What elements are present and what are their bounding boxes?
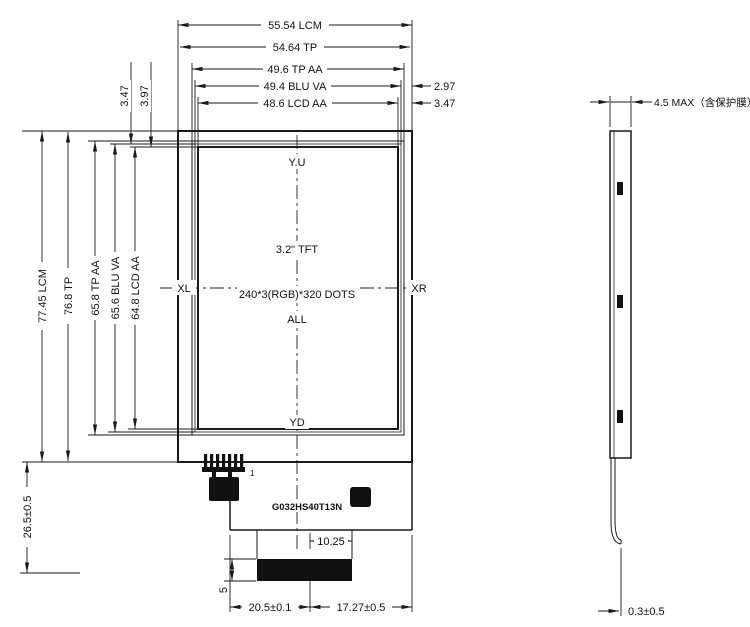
screen-label-right: XR: [411, 283, 426, 295]
dim-label-stiffener-height-group: 5: [218, 587, 230, 593]
side-view: [590, 96, 652, 616]
part-number: G032HS40T13N: [272, 502, 342, 513]
label-bg: [261, 18, 329, 32]
dim-label-fpc-thickness: 0.3±0.5: [628, 606, 665, 618]
dim-label-blu-va-height: 65.6 BLU VA: [110, 256, 122, 319]
label-bg: [265, 500, 349, 512]
label-bg: [88, 256, 102, 320]
label-bg: [20, 487, 34, 547]
dim-label-blu-va-height-group: 65.6 BLU VA: [108, 252, 122, 324]
label-bg: [283, 311, 311, 326]
side-pad: [617, 295, 623, 308]
screen-label-resolution: 240*3(RGB)*320 DOTS: [239, 289, 355, 301]
dim-label-lcm-height-group: 77.45 LCM: [35, 262, 49, 330]
label-bg: [285, 415, 309, 429]
connector-leg: [212, 472, 216, 478]
connector-pin: [234, 454, 238, 467]
label-bg: [117, 80, 131, 112]
label-bg: [258, 96, 332, 110]
connector-pin: [240, 454, 244, 467]
label-bg: [128, 251, 142, 325]
lcm-outline: [177, 130, 413, 463]
dim-label-top-border-2-group: 3.97: [137, 80, 151, 112]
dim-label-tp-height-group: 76.8 TP: [61, 268, 75, 324]
connector-pin: [216, 454, 220, 467]
side-pad: [617, 182, 623, 195]
dim-label-tail-height-group: 26.5±0.5: [20, 487, 34, 547]
screen-label-all: ALL: [287, 314, 307, 326]
dim-label-bottom-left: 20.5±0.1: [249, 602, 292, 614]
extension-lines: [20, 20, 413, 612]
dim-label-tp-aa-height-group: 65.8 TP AA: [88, 256, 102, 320]
screen-label-left: XL: [177, 283, 190, 295]
dim-label-stiffener-height: 5: [218, 587, 230, 593]
dim-label-blu-va-width: 49.4 BLU VA: [264, 81, 327, 93]
dim-label-tp-width: 54.64 TP: [273, 42, 317, 54]
label-bg: [272, 241, 322, 256]
component-chip: [350, 487, 371, 507]
side-fpc-tail-outer: [610, 458, 622, 545]
label-bg: [407, 280, 431, 295]
connector-pin: [222, 454, 226, 467]
label-bg: [137, 80, 151, 112]
label-bg: [35, 262, 49, 330]
side-body-outline: [609, 130, 632, 459]
label-bg: [61, 268, 75, 324]
label-bg: [263, 62, 327, 76]
label-bg: [330, 600, 392, 614]
dim-label-fpc-offset: 10.25: [317, 536, 345, 548]
connector-body: [209, 477, 239, 501]
label-bg: [266, 40, 324, 54]
dim-label-tp-aa-height: 65.8 TP AA: [90, 260, 102, 316]
label-bg: [172, 280, 196, 295]
dim-label-lcm-width: 55.54 LCM: [268, 20, 322, 32]
label-bg: [108, 252, 122, 324]
dim-label-lcd-aa-height: 64.8 LCD AA: [130, 256, 142, 320]
dim-label-top-border-1-group: 3.47: [117, 80, 131, 112]
dim-label-thickness: 4.5 MAX（含保护膜）: [654, 96, 750, 109]
screen-label-top: Y.U: [289, 157, 306, 169]
dimension-lines: [24, 22, 431, 610]
label-bg: [314, 534, 348, 548]
connector-pin: [204, 454, 208, 467]
fpc-stiffener: [257, 559, 352, 581]
dim-label-tp-aa-width: 49.6 TP AA: [267, 64, 323, 76]
label-bg: [283, 154, 311, 169]
connector-pin: [210, 454, 214, 467]
side-fpc-tail-inner: [614, 458, 622, 541]
dim-label-tp-height: 76.8 TP: [63, 277, 75, 315]
dim-label-top-border-1: 3.47: [119, 85, 131, 106]
dim-label-lcd-aa-height-group: 64.8 LCD AA: [128, 251, 142, 325]
label-bg: [242, 600, 298, 614]
connector-pin: [228, 454, 232, 467]
connector-bar: [202, 467, 245, 472]
dim-label-top-border-2: 3.97: [139, 85, 151, 106]
label-bg: [237, 286, 357, 301]
labels: 55.54 LCM 54.64 TP 49.6 TP AA 49.4 BLU V…: [20, 18, 750, 618]
dim-label-lcm-height: 77.45 LCM: [37, 269, 49, 323]
dim-label-lcd-aa-width: 48.6 LCD AA: [263, 98, 327, 110]
dim-label-right-border-1: 2.97: [434, 81, 455, 93]
fpc-components: [202, 454, 371, 581]
screen-label-bottom: YD: [289, 417, 304, 429]
side-pad: [617, 410, 623, 423]
label-bg: [259, 79, 331, 93]
pin-1-label: 1: [250, 469, 255, 478]
dim-label-tail-height: 26.5±0.5: [22, 496, 34, 539]
dim-label-bottom-right: 17.27±0.5: [337, 602, 386, 614]
connector-leg: [228, 472, 232, 478]
dim-label-right-border-2: 3.47: [434, 98, 455, 110]
screen-label-size: 3.2" TFT: [276, 244, 318, 256]
centerlines: [160, 135, 433, 552]
